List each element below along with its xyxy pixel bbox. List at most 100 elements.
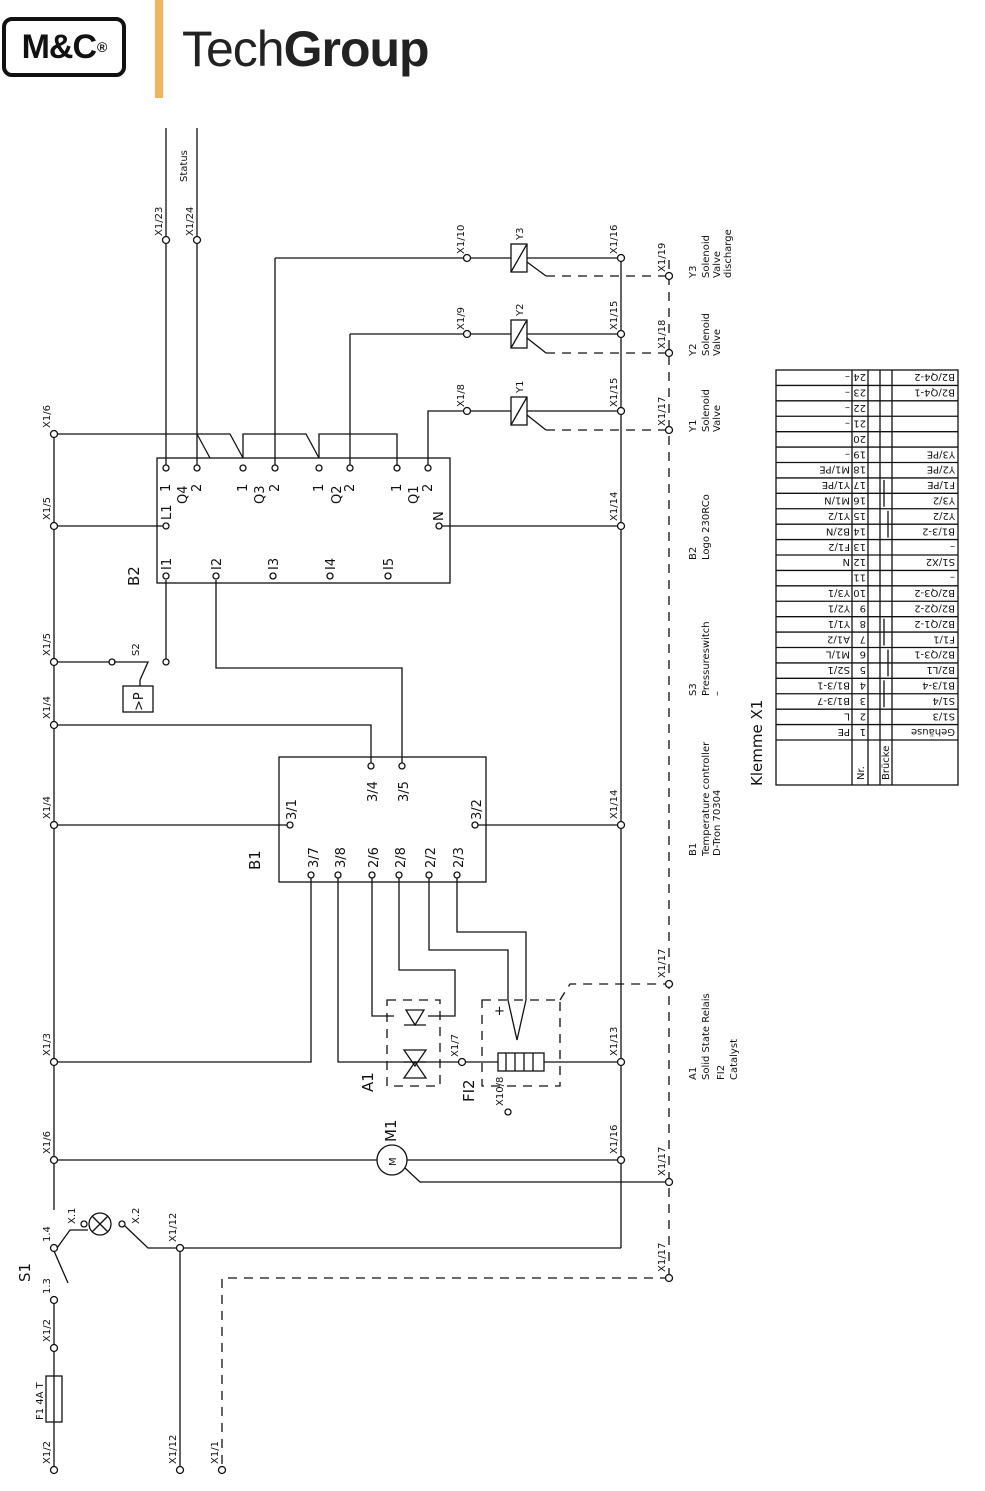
b1-label-3-4: 3/4 (366, 781, 381, 802)
label-x1-14-a: X1/14 (609, 492, 620, 521)
table-cell-left: S1/X2 (926, 556, 955, 567)
b2-label-q3-2: 2 (268, 484, 283, 492)
legend-y3-l3: discharge (723, 229, 734, 278)
table-cell-right: A1/2 (827, 633, 850, 644)
table-cell-nr: 9 (860, 602, 866, 613)
b2-q4-2 (193, 464, 201, 472)
legend-a1-l2: FI2 (716, 1065, 727, 1080)
b1-module (278, 756, 487, 883)
brand-bold: Group (283, 21, 430, 77)
table-cell-left: B2/Q4-1 (914, 387, 955, 398)
table-cell-right: M1/L (826, 649, 850, 660)
legend-y1-l2: Valve (712, 405, 723, 432)
table-cell-right: F1/2 (828, 541, 850, 552)
table-cell-nr: 7 (860, 633, 866, 644)
legend-b2: B2 Logo 230RCo (688, 494, 712, 560)
b2-label-q3-1: 1 (236, 484, 251, 492)
wire-b1-37 (54, 878, 312, 1063)
b1-label-2-8: 2/8 (394, 847, 409, 868)
q4-contact (196, 433, 211, 459)
label-x1-3: X1/3 (42, 1033, 53, 1056)
terminal-x1-24 (192, 235, 202, 245)
b1-3-1 (286, 821, 294, 829)
wire-i2-b1 (215, 580, 403, 766)
legend-y3: Y3 Solenoid Valve discharge (688, 229, 734, 279)
table-cell-right: Y1/1 (828, 618, 851, 629)
fi2-plus: + (494, 1004, 505, 1019)
label-x1-17-c: X1/17 (657, 1147, 668, 1176)
header: M&C® TechGroup (0, 0, 985, 110)
terminal-x1-12-a (175, 1243, 185, 1253)
b1-label-2-6: 2/6 (367, 847, 382, 868)
y1-pe-link (526, 414, 547, 431)
b1-2-6 (368, 871, 376, 879)
terminal-1-3 (49, 1295, 59, 1305)
y2-pe-link (526, 337, 547, 354)
table-cell-nr: 6 (860, 649, 866, 660)
terminal-x1-15-b (616, 406, 626, 416)
b2-l1 (162, 522, 170, 530)
legend-y1-l1: Solenoid (701, 389, 712, 432)
bridge-q2-q1 (318, 433, 398, 466)
table-cell-nr: 19 (853, 448, 866, 459)
table-cell-right: S2/1 (828, 664, 850, 675)
b2-label-q1-1: 1 (390, 484, 405, 492)
legend-y2-l1: Solenoid (701, 313, 712, 356)
bridge-q3-q2 (242, 433, 320, 459)
label-x1-24: X1/24 (185, 207, 196, 236)
terminal-x1-8 (462, 406, 472, 416)
table-cell-nr: 21 (853, 417, 866, 428)
b2-label-q4: Q4 (176, 485, 191, 504)
label-b1: B1 (246, 850, 264, 870)
b2-label-q4-1: 1 (159, 484, 174, 492)
terminal-table: Nr. Brücke Gehäuse1PES1/32LS1/43B1/3-7B1… (775, 369, 959, 786)
b2-q3-1 (239, 464, 247, 472)
legend-b1-l2: D-Tron 70304 (712, 790, 723, 856)
terminal-x1-5-a (49, 521, 59, 531)
table-cell-left: B1/3-2 (922, 525, 955, 536)
b1-label-3-1: 3/1 (285, 799, 300, 820)
table-cell-left: B2/Q1-2 (914, 618, 955, 629)
table-cell-right: Y1/2 (828, 510, 851, 521)
table-cell-nr: 2 (860, 710, 866, 721)
table-cell-left: – (950, 572, 955, 583)
table-cell-nr: 13 (853, 541, 866, 552)
label-y1: Y1 (515, 381, 526, 394)
table-cell-nr: 23 (853, 387, 866, 398)
terminal-x1-17-a (664, 425, 674, 435)
b2-label-i2: I2 (210, 558, 225, 570)
table-cell-nr: 3 (860, 695, 866, 706)
table-cell-nr: 18 (853, 464, 866, 475)
table-cell-left: Y3/PE (927, 448, 956, 459)
legend-y2-code: Y2 (688, 344, 699, 357)
legend-y3-code: Y3 (688, 266, 699, 279)
legend-s3-l2: – (712, 691, 723, 696)
label-x1-9: X1/9 (456, 307, 467, 330)
label-x1-19: X1/19 (657, 243, 668, 272)
table-cell-right: PE (838, 726, 850, 737)
label-1-4: 1.4 (42, 1226, 53, 1242)
b2-i4 (326, 572, 334, 580)
table-cell-left: B2/Q4-2 (914, 371, 955, 382)
legend-y2: Y2 Solenoid Valve (688, 313, 723, 357)
table-cell-left: Y2/PE (927, 464, 956, 475)
b2-label-i5: I5 (382, 558, 397, 570)
table-title: Klemme X1 (748, 700, 766, 786)
label-x1-16-bot: X1/16 (609, 1125, 620, 1154)
table-cell-right: – (845, 402, 850, 413)
wire-b1-23 (456, 878, 527, 1000)
table-cell-right: – (845, 371, 850, 382)
label-x1-5-b: X1/5 (42, 633, 53, 656)
table-col-bruecke: Brücke (881, 746, 892, 780)
b2-label-q4-2: 2 (190, 484, 205, 492)
table-cell-right: M1/N (824, 495, 850, 506)
brand-divider (155, 0, 163, 98)
b1-3-2 (471, 821, 479, 829)
s2-contact (114, 661, 150, 681)
y3-coil (510, 243, 528, 273)
label-x1-1: X1/1 (210, 1441, 221, 1464)
label-status: Status (179, 150, 190, 182)
s1-blade (53, 1250, 69, 1284)
m1-symbol: M (388, 1157, 399, 1166)
